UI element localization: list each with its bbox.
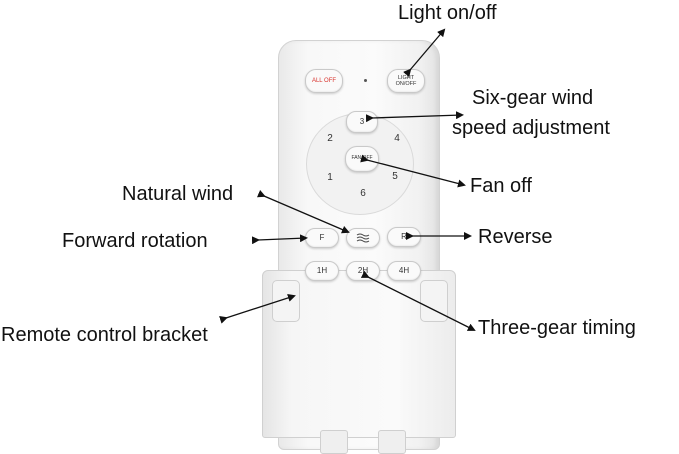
speed-6-button[interactable]: 6 [360,188,366,199]
arrow-light [403,28,446,78]
label-reverse: Reverse [478,226,553,248]
all-off-label: ALL OFF [311,77,337,84]
speed-4-button[interactable]: 4 [394,133,400,144]
light-button-label-line1: LIGHT [397,74,415,81]
reverse-button-label: R [401,231,407,241]
arrow-timing [360,270,476,331]
speed-2-button[interactable]: 2 [327,133,333,144]
bracket-foot-right [378,430,406,454]
arrow-six-gear [365,111,464,123]
label-three-gear-timing: Three-gear timing [478,317,636,339]
label-fan-off: Fan off [470,175,532,197]
arrow-natural-wind [256,189,350,234]
timer-2h-label: 2H [357,265,369,275]
timer-1h-label: 1H [316,265,328,275]
label-light-on-off: Light on/off [398,2,497,24]
indicator-light [364,79,367,82]
natural-wind-button[interactable] [346,228,380,248]
wave-icon [356,233,370,243]
forward-button-label: F [319,232,325,242]
all-off-button[interactable]: ALL OFF [305,69,343,93]
arrow-forward [251,234,308,245]
speed-3-label: 3 [359,116,365,126]
timer-4h-label: 4H [398,265,410,275]
timer-1h-button[interactable]: 1H [305,261,339,281]
label-natural-wind: Natural wind [122,183,234,205]
label-six-gear-line1: Six-gear wind [472,87,594,109]
speed-1-button[interactable]: 1 [327,172,333,183]
label-forward-rotation: Forward rotation [62,230,208,252]
label-remote-bracket: Remote control bracket [1,324,208,346]
bracket-foot-left [320,430,348,454]
light-button-label-line2: ON/OFF [395,81,417,87]
arrow-bracket [219,294,296,324]
label-six-gear-line2: speed adjustment [452,117,610,139]
arrow-fan-off [360,154,466,188]
